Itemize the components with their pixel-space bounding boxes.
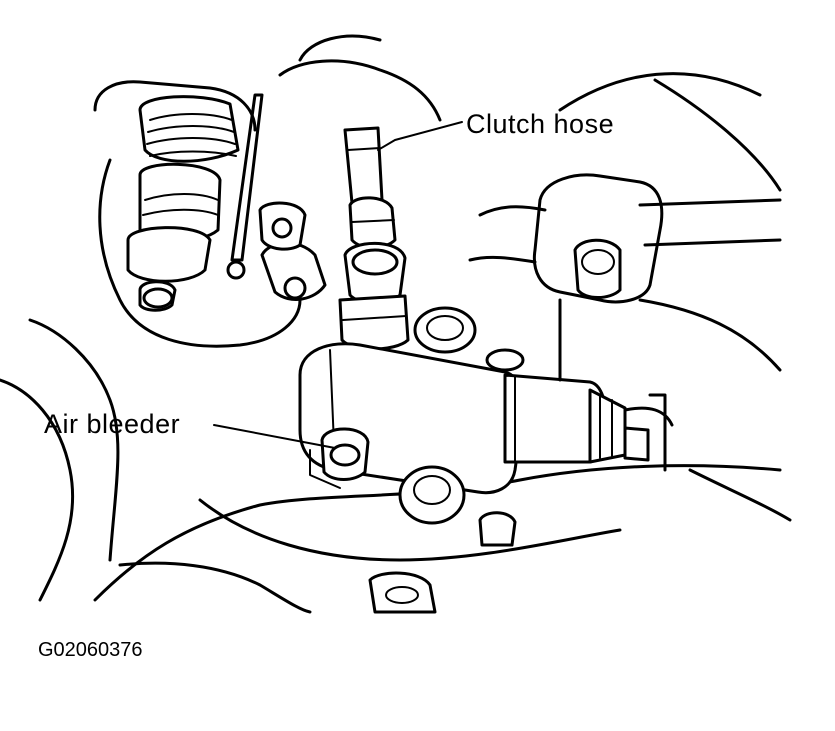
clutch-hose-leader-line: [377, 121, 463, 151]
mounting-bracket-right: [468, 173, 782, 304]
air-bleeder-leader-line: [213, 424, 336, 449]
return-spring-assembly: [93, 80, 302, 348]
air-bleeder-label: Air bleeder: [44, 409, 180, 439]
figure-id: G02060376: [38, 639, 143, 661]
lower-housing-details: [368, 298, 667, 614]
clutch-hose: [338, 126, 410, 351]
air-bleeder-screw: [309, 427, 370, 489]
release-fork-bracket: [258, 201, 327, 301]
clutch-hose-label: Clutch hose: [466, 109, 614, 139]
